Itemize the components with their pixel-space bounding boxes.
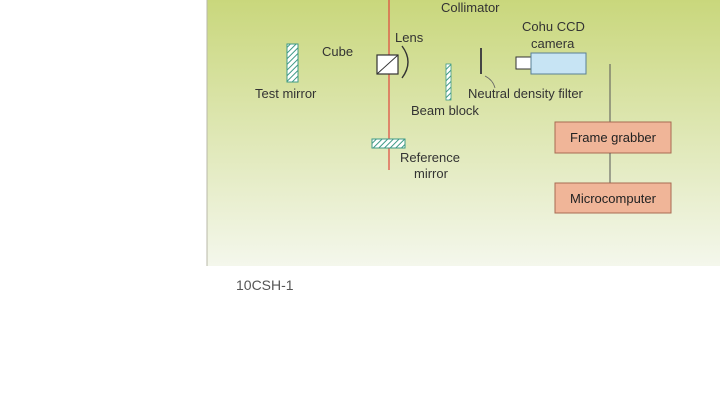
- frame-grabber-box: [554, 121, 672, 154]
- reference-mirror-label-line2: mirror: [414, 166, 449, 181]
- lens: [401, 45, 409, 79]
- microcomputer-label: Microcomputer: [570, 191, 657, 206]
- cube-diagonal: [376, 54, 399, 75]
- reference-mirror: [371, 138, 406, 149]
- camera-label-line1: Cohu CCD: [522, 19, 585, 34]
- ndf-leader: [484, 75, 496, 89]
- frame-grabber-label: Frame grabber: [570, 130, 657, 145]
- camera-lens: [515, 56, 533, 70]
- camera-label-line2: camera: [531, 36, 575, 51]
- cube-label: Cube: [322, 44, 353, 59]
- collimator-label: Collimator: [441, 0, 500, 15]
- microcomputer-box: [554, 182, 672, 214]
- test-mirror: [286, 43, 299, 83]
- figure-id: 10CSH-1: [236, 277, 294, 293]
- test-mirror-label: Test mirror: [255, 86, 317, 101]
- ccd-camera: [530, 52, 587, 75]
- reference-mirror-label-line1: Reference: [400, 150, 460, 165]
- beam-block: [445, 63, 452, 101]
- lens-label: Lens: [395, 30, 424, 45]
- ndf-label: Neutral density filter: [468, 86, 584, 101]
- beam-block-label: Beam block: [411, 103, 479, 118]
